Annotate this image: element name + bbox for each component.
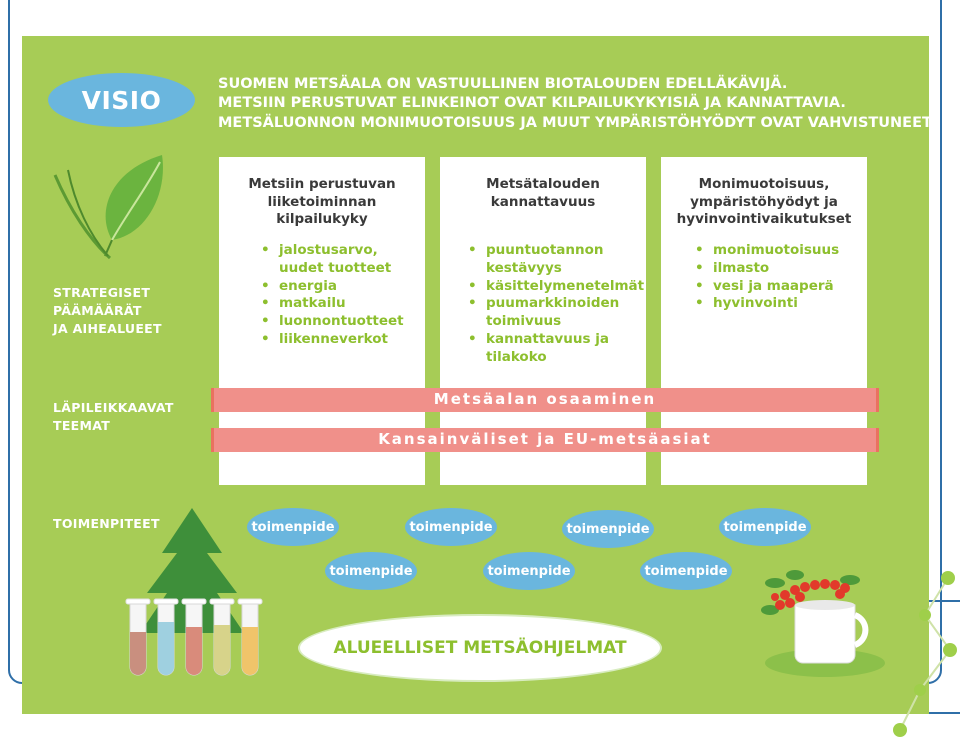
berries-and-mug-icon [761,570,885,677]
actions-label: TOIMENPITEET [53,516,160,531]
action-oval: toimenpide [562,510,654,548]
action-oval: toimenpide [247,508,339,546]
theme-band-2 [211,428,879,452]
test-tubes-icon [125,598,263,676]
action-oval: toimenpide [719,508,811,546]
goal-list-3: monimuotoisuus ilmasto vesi ja maaperä h… [693,242,839,313]
action-oval: toimenpide [640,552,732,590]
regional-programs-oval: ALUEELLISET METSÄOHJELMAT [298,614,662,682]
visio-label: VISIO [48,73,195,127]
theme-band-1 [211,388,879,412]
vision-line-1: SUOMEN METSÄALA ON VASTUULLINEN BIOTALOU… [218,76,788,92]
theme-text-2: Kansainväliset ja EU-metsäasiat [378,430,712,448]
action-oval: toimenpide [325,552,417,590]
theme-text-1: Metsäalan osaaminen [433,390,657,408]
action-oval: toimenpide [483,552,575,590]
list-item: ilmasto [693,260,839,278]
list-item: liikenneverkot [259,331,404,349]
leaf-icon [53,155,163,260]
list-item: matkailu [259,295,404,313]
list-item: käsittelymenetelmät [466,278,644,296]
vision-line-2: METSIIN PERUSTUVAT ELINKEINOT OVAT KILPA… [218,95,846,111]
list-item: hyvinvointi [693,295,839,313]
list-item: vesi ja maaperä [693,278,839,296]
molecule-icon [893,571,957,737]
vision-line-3: METSÄLUONNON MONIMUOTOISUUS JA MUUT YMPÄ… [218,115,936,131]
list-item: energia [259,278,404,296]
list-item: monimuotoisuus [693,242,839,260]
list-item: jalostusarvo,uudet tuotteet [259,242,404,278]
list-item: luonnontuotteet [259,313,404,331]
goal-list-1: jalostusarvo,uudet tuotteet energia matk… [259,242,404,349]
action-oval: toimenpide [405,508,497,546]
